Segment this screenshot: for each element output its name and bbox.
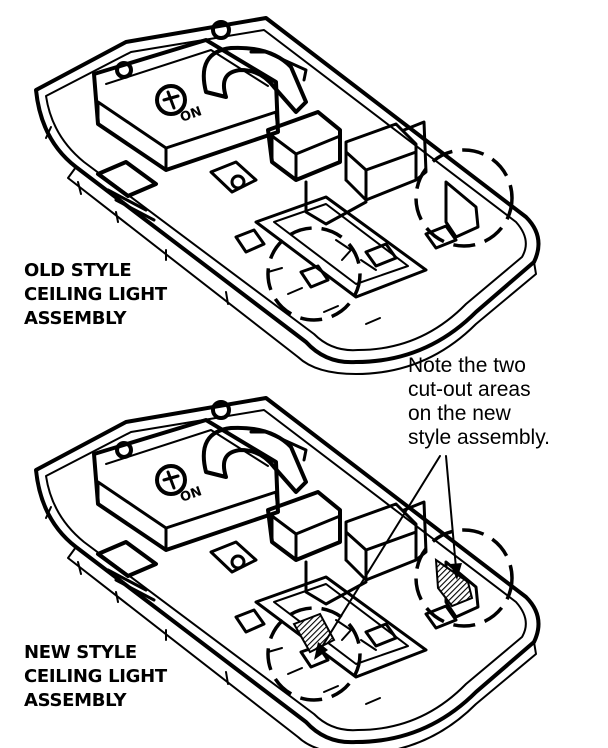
cut-out-area-right (434, 557, 474, 608)
old-style-assembly-drawing (34, 16, 541, 376)
note-line4: style assembly. (408, 426, 550, 449)
new-highlight-left (266, 606, 362, 702)
old-style-label-line1: OLD STYLE (24, 260, 131, 281)
new-style-label-line1: NEW STYLE (24, 642, 137, 663)
old-highlight-right (414, 148, 514, 248)
note-line2: cut-out areas (408, 378, 531, 401)
note-pointer-arrows (314, 455, 462, 660)
new-highlight-right (414, 528, 514, 628)
new-style-label-line3: ASSEMBLY (24, 690, 128, 711)
old-style-label-line2: CEILING LIGHT (24, 284, 168, 305)
note-line1: Note the two (408, 354, 526, 377)
old-highlight-left (266, 226, 362, 322)
old-style-label-line3: ASSEMBLY (24, 308, 128, 329)
new-style-label-line2: CEILING LIGHT (24, 666, 168, 687)
note-line3: on the new (408, 402, 512, 425)
cut-out-area-left (292, 612, 336, 654)
